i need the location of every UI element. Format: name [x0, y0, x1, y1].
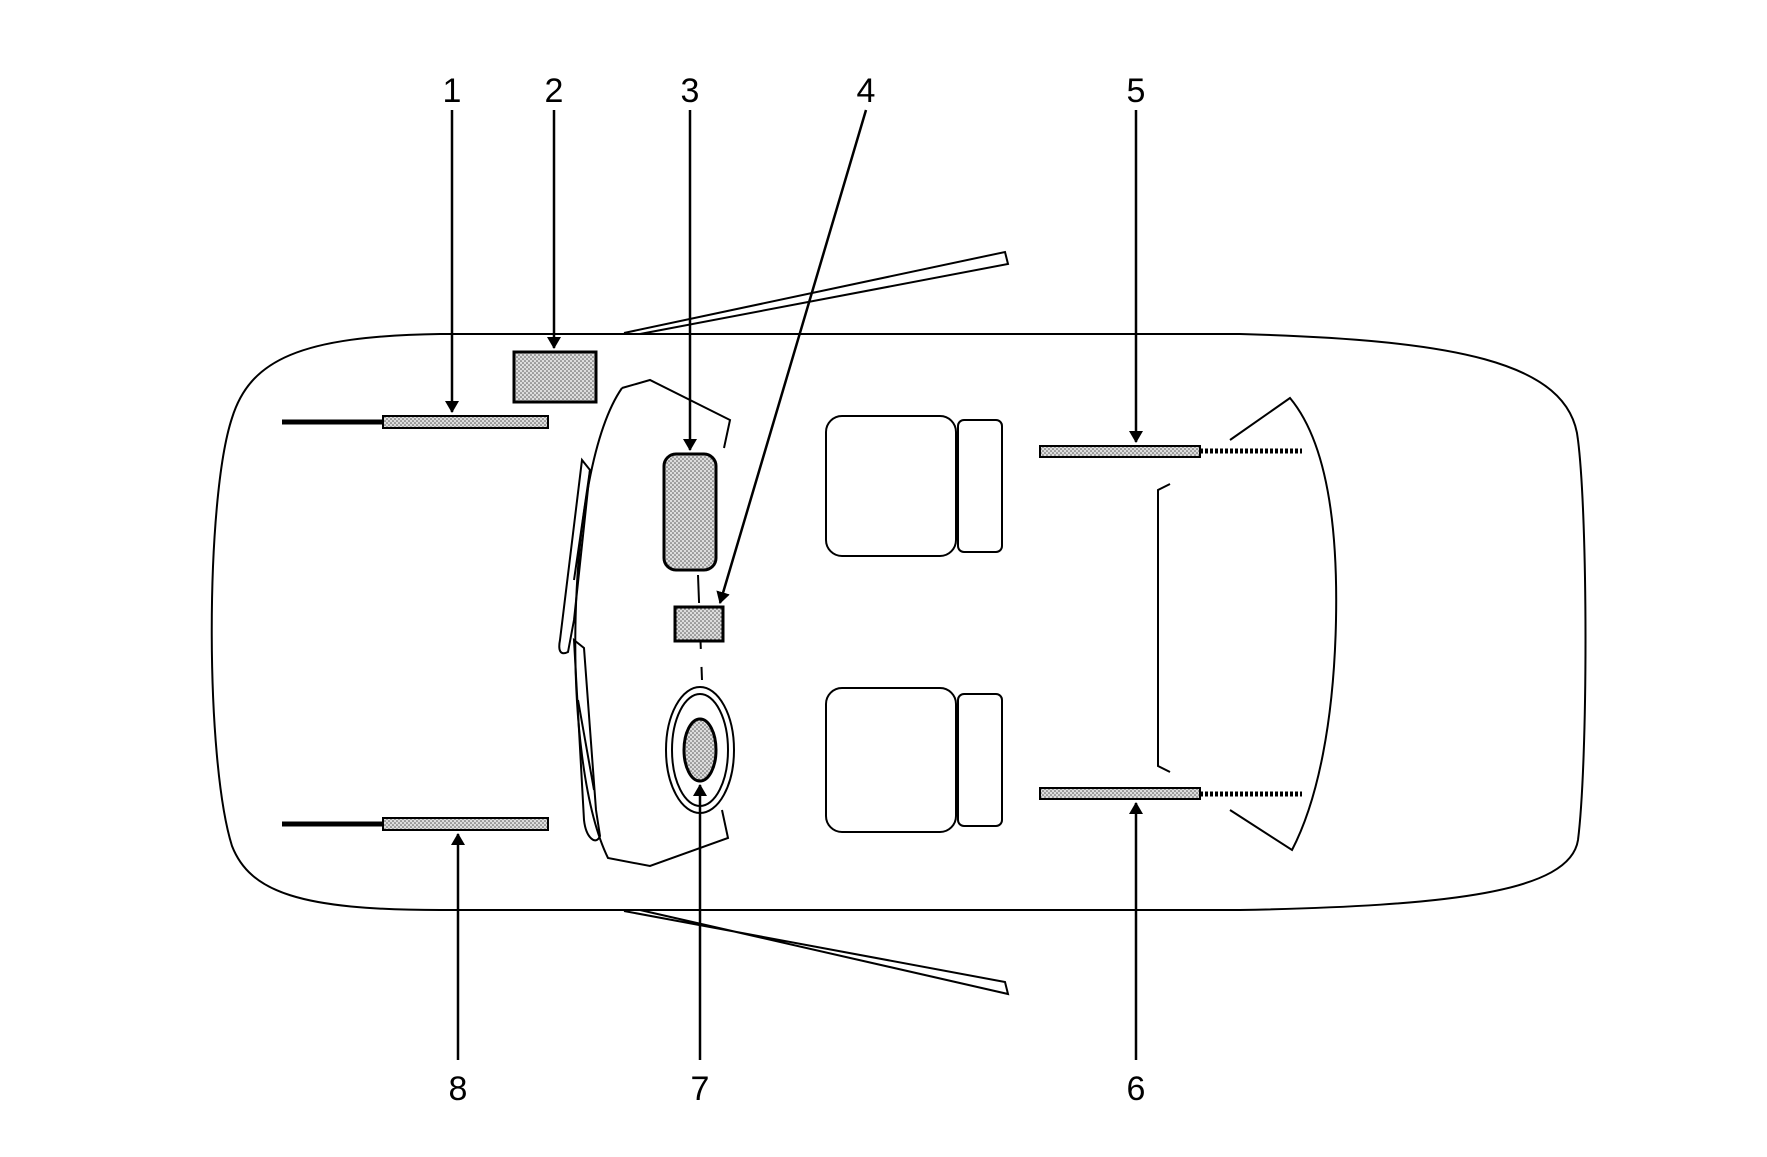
- callout-number-4: 4: [857, 72, 876, 110]
- front-seat-left-cushion: [825, 415, 957, 557]
- rear-package-shelf: [1157, 483, 1171, 773]
- left-mirror: [623, 250, 1010, 335]
- rear-window: [1229, 396, 1338, 852]
- front-seat-right-back: [957, 693, 1003, 827]
- wiper-arm-lower: [577, 699, 595, 791]
- callout-number-5: 5: [1127, 72, 1146, 110]
- wiper-blade-upper: [558, 457, 592, 655]
- callout-number-6: 6: [1127, 1070, 1146, 1108]
- callout-number-3: 3: [681, 72, 700, 110]
- component-6-right-side-sensor: [1039, 787, 1201, 800]
- component-1-front-left-sensor: [382, 415, 549, 429]
- component-2-module: [512, 350, 598, 404]
- component-8-front-right-sensor: [382, 817, 549, 831]
- callout-number-1: 1: [443, 72, 462, 110]
- vehicle-body-outline: [210, 333, 1587, 911]
- wiper-arm-upper: [573, 469, 591, 581]
- callout-number-8: 8: [449, 1070, 468, 1108]
- wiper-blade-lower: [572, 637, 602, 842]
- component-4-diagnostic-module: [673, 605, 725, 643]
- front-seat-left-back: [957, 419, 1003, 553]
- leader-line-4: [716, 109, 868, 604]
- component-7-driver-airbag: [682, 717, 718, 783]
- component-5-left-side-sensor: [1039, 445, 1201, 458]
- component-3-passenger-airbag: [662, 452, 718, 572]
- callout-number-2: 2: [545, 72, 564, 110]
- right-mirror: [623, 909, 1010, 996]
- callout-number-7: 7: [691, 1070, 710, 1108]
- front-seat-right-cushion: [825, 687, 957, 833]
